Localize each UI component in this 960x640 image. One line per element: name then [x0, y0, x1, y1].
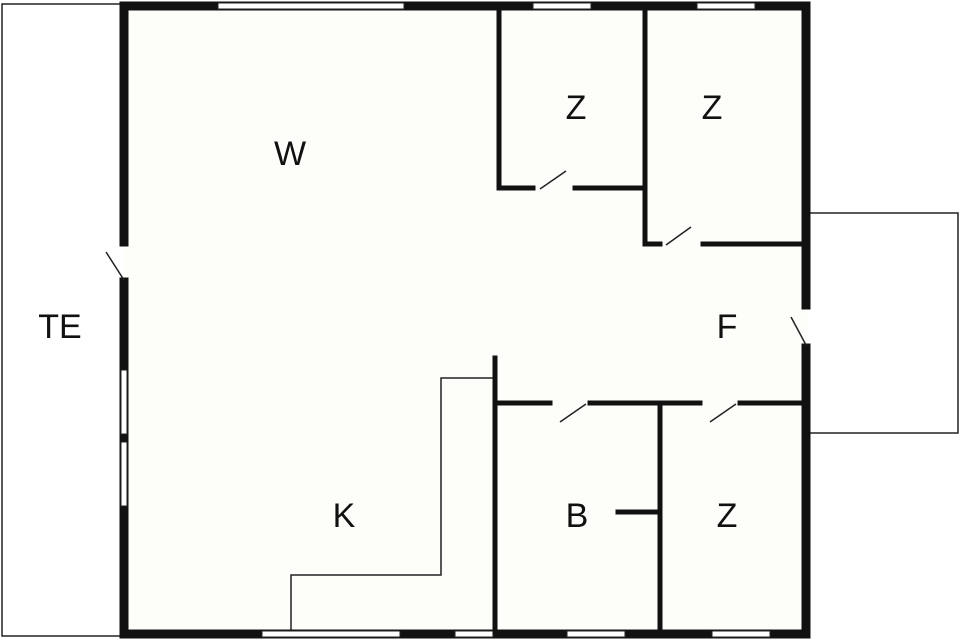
- window: [454, 630, 494, 638]
- window: [120, 369, 128, 435]
- door-swing: [790, 316, 807, 346]
- door-swing: [539, 170, 567, 190]
- window: [217, 2, 405, 10]
- door-swing: [709, 403, 737, 423]
- door-swing: [665, 226, 692, 246]
- door-swing: [105, 251, 125, 281]
- kitchen-counter-outline: [290, 377, 493, 634]
- room-label-hall: F: [717, 308, 738, 346]
- room-label-bedroom-3: Z: [717, 497, 738, 535]
- room-label-bedroom-1: Z: [566, 89, 587, 127]
- terrace-outline: [1, 3, 122, 637]
- room-label-kitchen: K: [333, 497, 356, 535]
- window: [532, 2, 592, 10]
- interior-floor: [124, 6, 808, 634]
- door-swings: [105, 170, 807, 423]
- window: [120, 441, 128, 507]
- entrance-platform-outline: [810, 212, 959, 434]
- room-label-living: W: [274, 135, 306, 173]
- window: [711, 630, 771, 638]
- room-label-bedroom-2: Z: [702, 89, 723, 127]
- window: [696, 2, 756, 10]
- room-label-terrace: TE: [38, 308, 81, 346]
- door-swing: [559, 403, 587, 423]
- window: [566, 630, 626, 638]
- room-label-bathroom: B: [566, 497, 589, 535]
- windows: [120, 2, 771, 638]
- interior-walls: [492, 5, 807, 635]
- window: [261, 630, 401, 638]
